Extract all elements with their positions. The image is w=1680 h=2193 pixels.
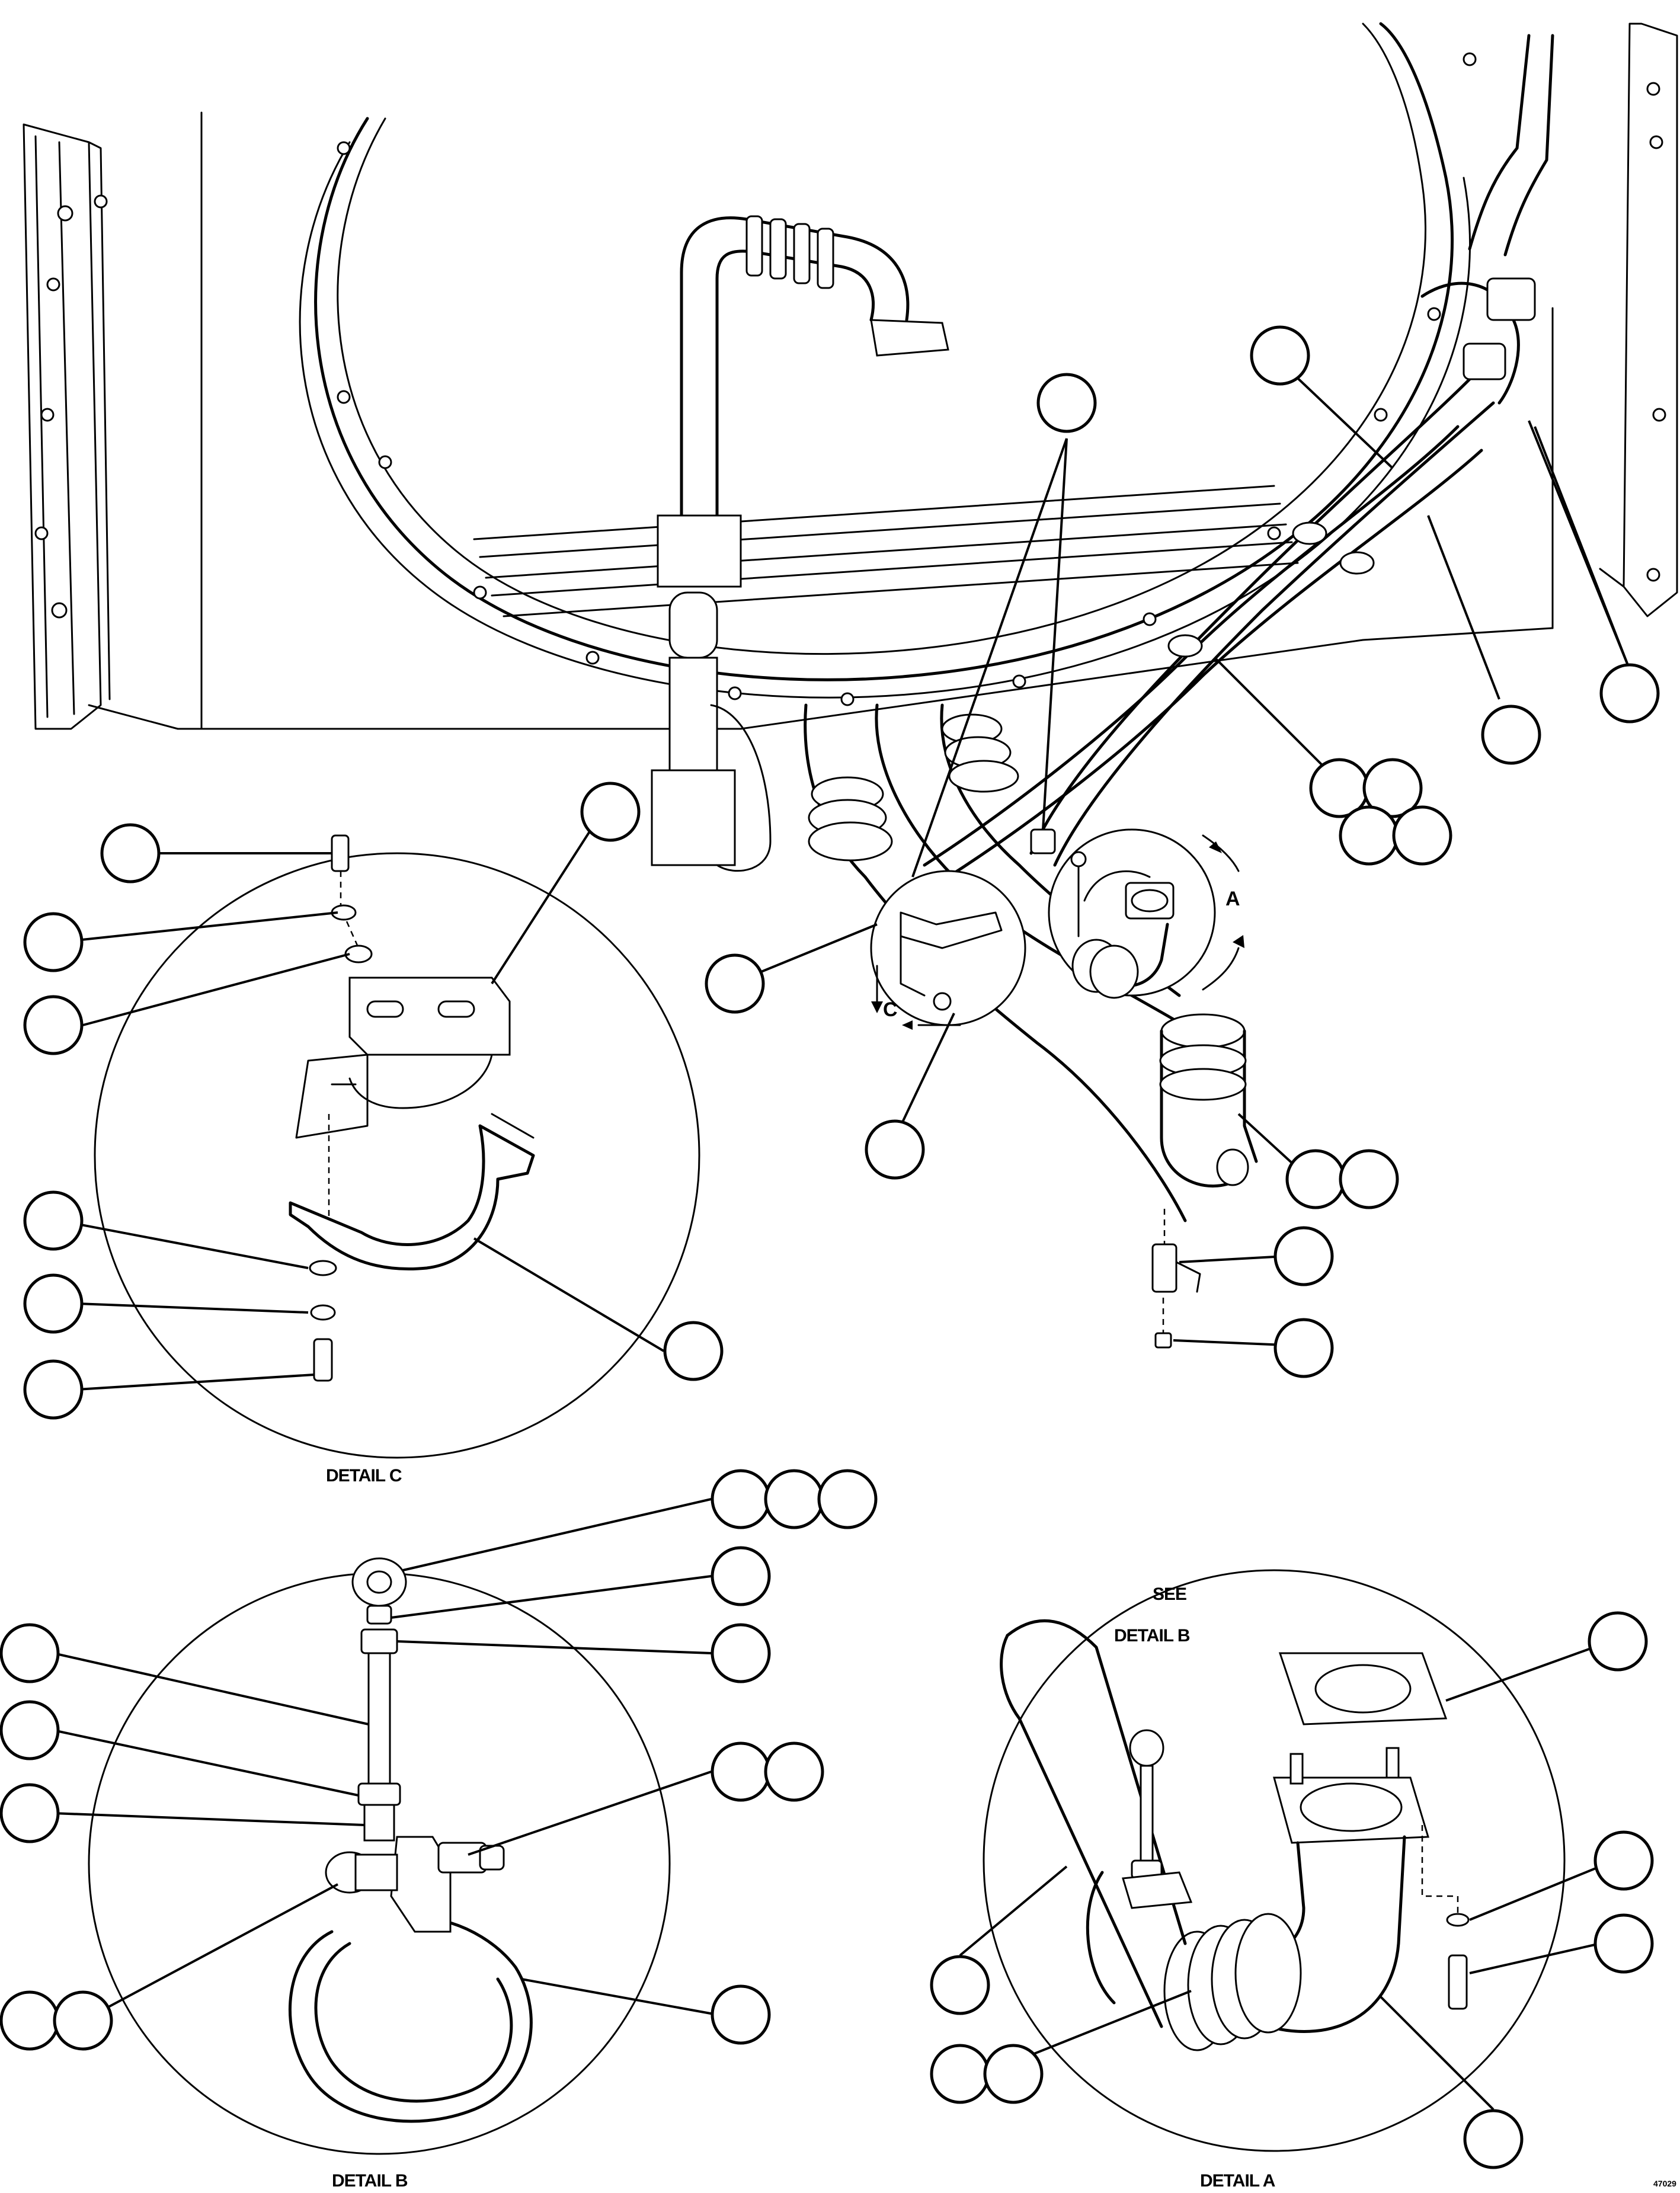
detail-c: DETAIL C	[23, 782, 724, 1486]
left-frame-panel	[23, 111, 742, 730]
see-detail-b-label: DETAIL B	[1114, 1626, 1190, 1645]
see-label: SEE	[1153, 1584, 1186, 1604]
right-frame-panel	[1551, 23, 1678, 629]
detail-a: SEE DETAIL B DETAIL A	[930, 1569, 1654, 2191]
view-label-a: A	[1225, 888, 1240, 910]
view-label-c: C	[883, 998, 898, 1021]
drawing-number: 47029	[1653, 2179, 1676, 2188]
tank-ring	[299, 22, 1477, 706]
detail-a-label: DETAIL A	[1200, 2171, 1275, 2191]
upper-pipe-assembly	[651, 215, 949, 872]
detail-b-label: DETAIL B	[332, 2171, 408, 2191]
inset-view-c: C	[870, 870, 1026, 1030]
elbow-with-drain-valve	[1151, 1013, 1258, 1349]
main-assembly-view: C A	[23, 22, 1678, 1378]
detail-b: DETAIL B	[0, 1469, 878, 2191]
main-callouts	[705, 325, 1660, 1378]
inset-view-a: A	[1048, 828, 1244, 999]
detail-c-label: DETAIL C	[326, 1466, 402, 1486]
floor-rails	[473, 485, 1554, 730]
